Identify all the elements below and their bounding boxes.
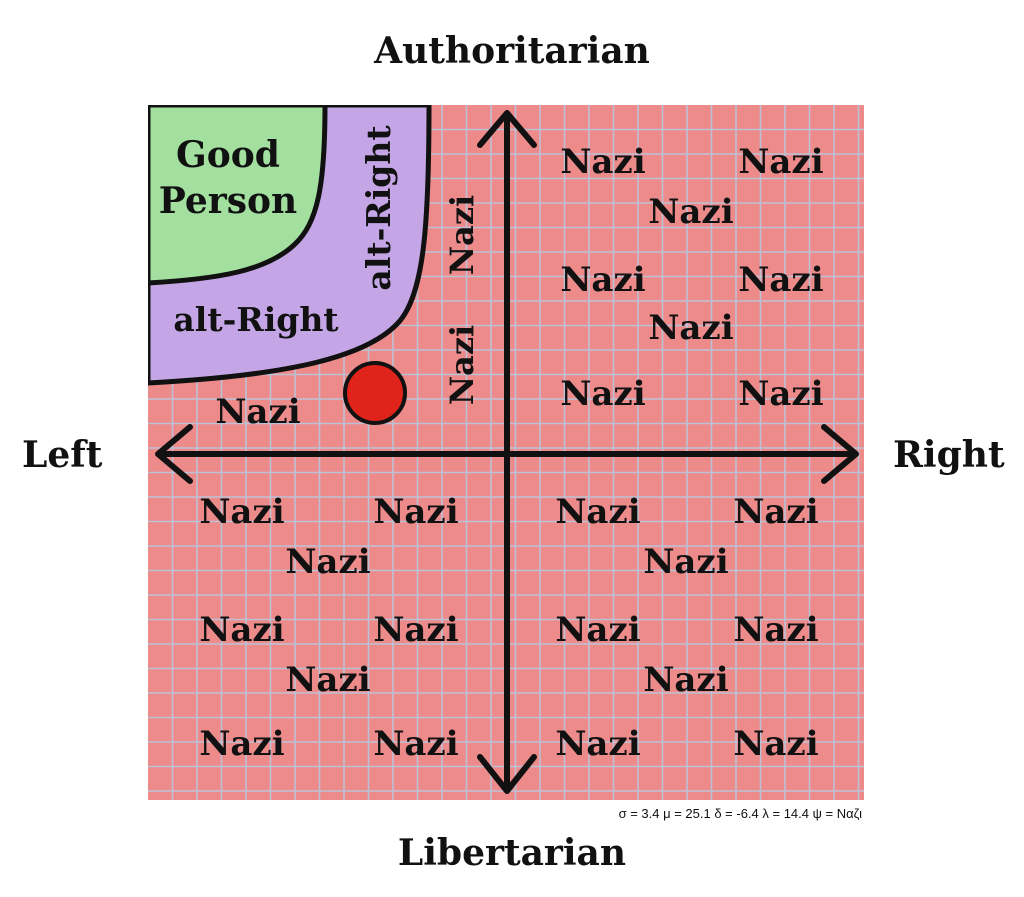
nazi-label: Nazi — [560, 374, 645, 414]
nazi-label: Nazi — [555, 492, 640, 532]
nazi-label: Nazi — [643, 660, 728, 700]
nazi-label: Nazi — [738, 374, 823, 414]
nazi-label: Nazi — [285, 660, 370, 700]
nazi-label: Nazi — [215, 392, 300, 432]
good-person-label-line2: Person — [159, 180, 297, 222]
down-arrowhead-icon — [477, 754, 537, 794]
nazi-label: Nazi — [555, 610, 640, 650]
axes — [155, 110, 859, 794]
axis-label-left: Left — [22, 434, 103, 476]
right-arrowhead-icon — [821, 424, 859, 484]
nazi-label: Nazi — [733, 492, 818, 532]
nazi-label: Nazi — [373, 492, 458, 532]
axis-label-authoritarian: Authoritarian — [374, 30, 650, 72]
alt-right-label-horizontal: alt-Right — [173, 300, 339, 339]
nazi-label-vertical: Nazi — [443, 195, 481, 275]
nazi-label: Nazi — [738, 142, 823, 182]
nazi-label: Nazi — [285, 542, 370, 582]
nazi-label: Nazi — [555, 724, 640, 764]
nazi-label: Nazi — [373, 610, 458, 650]
nazi-label: Nazi — [643, 542, 728, 582]
alt-right-label-vertical: alt-Right — [359, 125, 398, 291]
stats-caption: σ = 3.4 μ = 25.1 δ = -6.4 λ = 14.4 ψ = Ν… — [618, 806, 862, 821]
nazi-label: Nazi — [199, 610, 284, 650]
good-person-region — [148, 105, 328, 286]
left-arrowhead-icon — [155, 424, 193, 484]
axis-label-right: Right — [893, 434, 1005, 476]
nazi-label: Nazi — [199, 492, 284, 532]
nazi-label: Nazi — [738, 260, 823, 300]
good-person-label-line1: Good — [176, 134, 280, 176]
nazi-label: Nazi — [373, 724, 458, 764]
up-arrowhead-icon — [477, 110, 537, 148]
nazi-label: Nazi — [733, 724, 818, 764]
axis-label-libertarian: Libertarian — [397, 832, 627, 874]
nazi-label: Nazi — [648, 192, 733, 232]
nazi-label: Nazi — [648, 308, 733, 348]
position-marker-dot — [343, 361, 407, 425]
nazi-label-vertical: Nazi — [443, 325, 481, 405]
nazi-label: Nazi — [560, 260, 645, 300]
nazi-label: Nazi — [733, 610, 818, 650]
nazi-label: Nazi — [199, 724, 284, 764]
nazi-label: Nazi — [560, 142, 645, 182]
